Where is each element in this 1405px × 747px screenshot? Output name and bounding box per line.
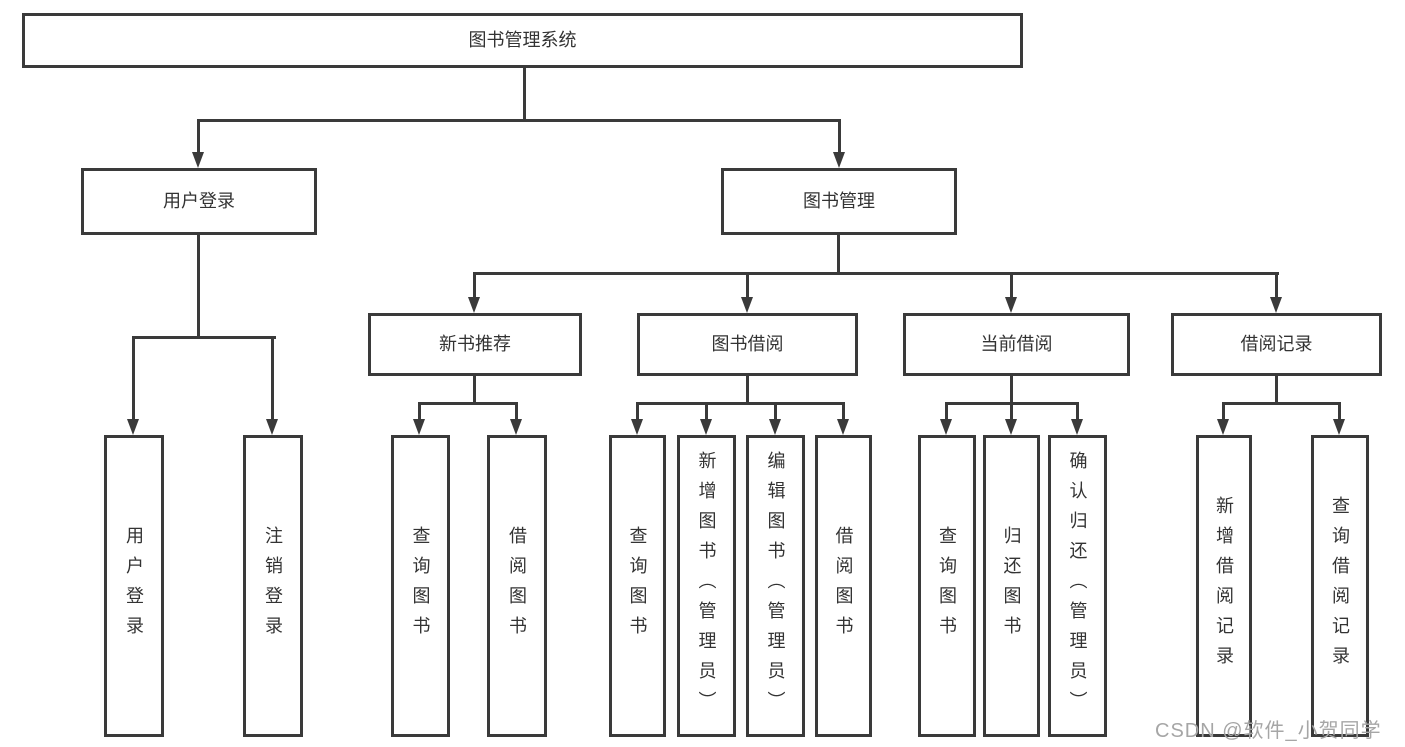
connector-segment	[197, 235, 200, 339]
leaf-borrow-books: 借阅图书	[815, 435, 872, 737]
leaf-query-borrow-record: 查询借阅记录	[1311, 435, 1369, 737]
arrow-down-icon	[1333, 419, 1345, 435]
leaf-query-books: 查询图书	[918, 435, 976, 737]
node-label: 图书管理系统	[468, 29, 577, 50]
node-user-login: 用户登录	[81, 168, 317, 235]
node-book-management: 图书管理	[721, 168, 957, 235]
arrow-down-icon	[741, 297, 753, 313]
connector-segment	[473, 272, 1279, 275]
arrow-down-icon	[468, 297, 480, 313]
node-label: 查询图书	[937, 526, 957, 646]
node-label: 新书推荐	[439, 333, 511, 354]
arrow-down-icon	[266, 419, 278, 435]
node-label: 用户登录	[163, 190, 235, 211]
connector-segment	[1222, 402, 1341, 405]
connector-segment	[1076, 402, 1079, 419]
node-label: 归还图书	[1001, 526, 1022, 646]
arrow-down-icon	[1217, 419, 1229, 435]
leaf-add-book-admin: 新增图书（管理员）	[677, 435, 736, 737]
node-borrow-records: 借阅记录	[1171, 313, 1382, 376]
arrow-down-icon	[413, 419, 425, 435]
connector-segment	[418, 402, 421, 419]
node-label: 当前借阅	[980, 333, 1053, 354]
leaf-query-books: 查询图书	[391, 435, 450, 737]
arrow-down-icon	[192, 152, 204, 168]
connector-segment	[515, 402, 518, 419]
connector-segment	[1010, 376, 1013, 405]
connector-segment	[945, 402, 948, 419]
node-book-borrowing: 图书借阅	[637, 313, 858, 376]
node-new-book-recommend: 新书推荐	[368, 313, 582, 376]
node-label: 新增图书（管理员）	[696, 451, 717, 721]
connector-segment	[271, 336, 274, 419]
arrow-down-icon	[1270, 297, 1282, 313]
connector-segment	[132, 336, 135, 419]
leaf-borrow-books: 借阅图书	[487, 435, 547, 737]
connector-segment	[1338, 402, 1341, 419]
arrow-down-icon	[837, 419, 849, 435]
leaf-add-borrow-record: 新增借阅记录	[1196, 435, 1252, 737]
node-label: 编辑图书（管理员）	[765, 451, 786, 721]
connector-segment	[636, 402, 845, 405]
connector-segment	[1010, 272, 1013, 297]
arrow-down-icon	[127, 419, 139, 435]
connector-segment	[636, 402, 639, 419]
leaf-query-books: 查询图书	[609, 435, 666, 737]
node-label: 确认归还（管理员）	[1067, 451, 1088, 721]
node-label: 借阅图书	[507, 526, 527, 646]
node-label: 注销登录	[263, 526, 283, 646]
connector-segment	[1275, 376, 1278, 405]
node-library-system: 图书管理系统	[22, 13, 1023, 68]
node-label: 借阅图书	[833, 526, 854, 646]
connector-segment	[746, 272, 749, 297]
arrow-down-icon	[1005, 419, 1017, 435]
arrow-down-icon	[1005, 297, 1017, 313]
leaf-user-login: 用户登录	[104, 435, 164, 737]
node-label: 用户登录	[124, 526, 144, 646]
arrow-down-icon	[833, 152, 845, 168]
connector-segment	[523, 68, 526, 122]
node-label: 图书借阅	[711, 333, 784, 354]
connector-segment	[842, 402, 845, 419]
connector-segment	[132, 336, 276, 339]
connector-segment	[418, 402, 518, 405]
node-label: 新增借阅记录	[1214, 496, 1234, 676]
arrow-down-icon	[769, 419, 781, 435]
node-label: 查询图书	[627, 526, 648, 646]
connector-segment	[197, 119, 200, 153]
connector-segment	[473, 376, 476, 405]
csdn-watermark: CSDN @软件_小贺同学	[1155, 720, 1382, 742]
arrow-down-icon	[631, 419, 643, 435]
connector-segment	[1010, 402, 1013, 419]
leaf-return-book: 归还图书	[983, 435, 1040, 737]
connector-segment	[837, 235, 840, 275]
leaf-logout: 注销登录	[243, 435, 303, 737]
connector-segment	[197, 119, 841, 122]
connector-segment	[1275, 272, 1278, 297]
leaf-edit-book-admin: 编辑图书（管理员）	[746, 435, 805, 737]
node-label: 查询图书	[410, 526, 431, 646]
connector-segment	[774, 402, 777, 419]
arrow-down-icon	[700, 419, 712, 435]
node-label: 查询借阅记录	[1330, 496, 1350, 676]
arrow-down-icon	[510, 419, 522, 435]
node-current-borrowing: 当前借阅	[903, 313, 1130, 376]
connector-segment	[838, 119, 841, 153]
node-label: 图书管理	[803, 190, 875, 211]
connector-segment	[1222, 402, 1225, 419]
node-label: 借阅记录	[1240, 333, 1313, 354]
arrow-down-icon	[1071, 419, 1083, 435]
connector-segment	[473, 272, 476, 297]
connector-segment	[705, 402, 708, 419]
arrow-down-icon	[940, 419, 952, 435]
connector-segment	[746, 376, 749, 405]
leaf-confirm-return-admin: 确认归还（管理员）	[1048, 435, 1107, 737]
